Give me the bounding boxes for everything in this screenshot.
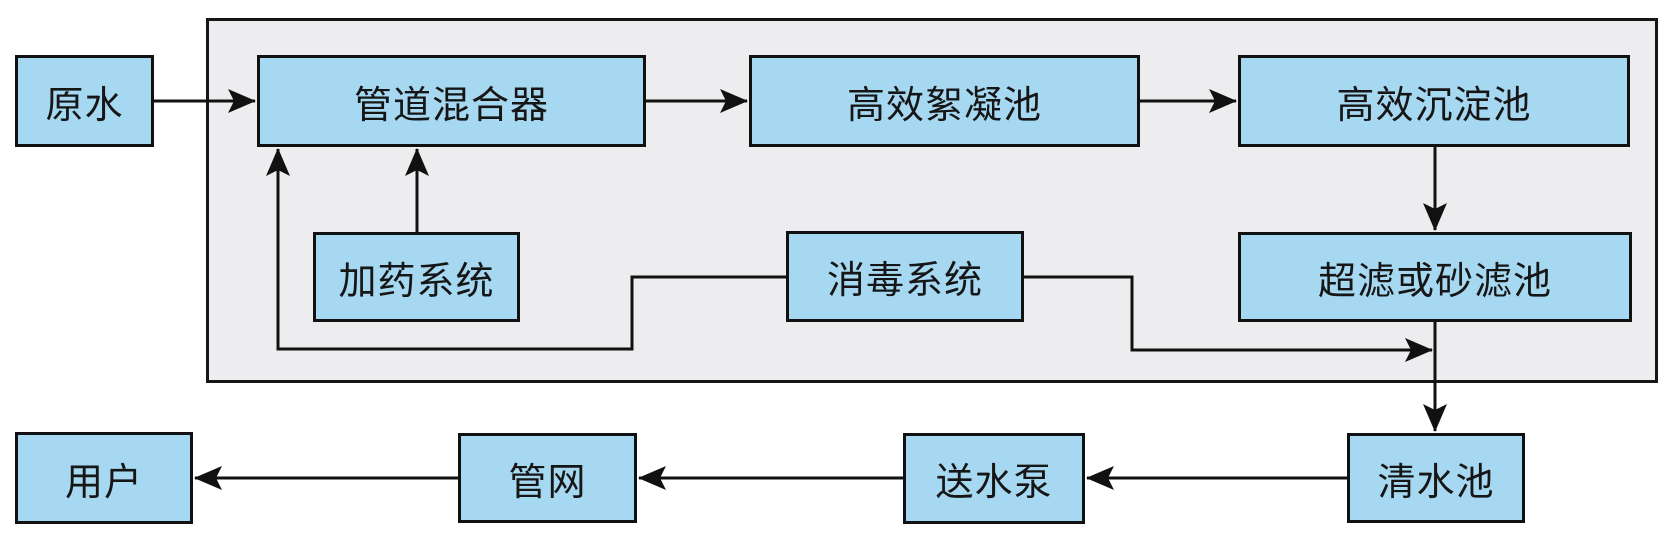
node-sedimentation-tank: 高效沉淀池 xyxy=(1238,55,1630,147)
node-users-label: 用户 xyxy=(64,461,143,504)
node-clear-water-tank: 清水池 xyxy=(1347,433,1525,523)
node-clear-water-tank-label: 清水池 xyxy=(1377,461,1495,504)
node-pipe-network: 管网 xyxy=(458,433,637,523)
node-disinfection-system-label: 消毒系统 xyxy=(826,260,983,302)
node-dosing-system-label: 加药系统 xyxy=(338,260,495,303)
node-pipeline-mixer-label: 管道混合器 xyxy=(353,84,549,127)
node-dosing-system: 加药系统 xyxy=(313,232,520,322)
node-raw-water: 原水 xyxy=(15,55,154,147)
node-water-supply-pump: 送水泵 xyxy=(903,433,1085,524)
node-water-supply-pump-label: 送水泵 xyxy=(935,462,1053,504)
node-sedimentation-tank-label: 高效沉淀池 xyxy=(1336,84,1532,127)
node-users: 用户 xyxy=(15,432,193,524)
edge-disinfect-to-mixer xyxy=(266,148,786,351)
node-flocculation-tank-label: 高效絮凝池 xyxy=(846,84,1042,127)
edge-disinfect-to-clear-line xyxy=(1024,275,1433,362)
node-ultrafiltration-or-sand-filter-tank: 超滤或砂滤池 xyxy=(1238,232,1632,322)
node-pipe-network-label: 管网 xyxy=(508,461,587,504)
node-disinfection-system: 消毒系统 xyxy=(786,231,1024,322)
node-flocculation-tank: 高效絮凝池 xyxy=(749,55,1140,147)
node-ultrafiltration-or-sand-filter-tank-label: 超滤或砂滤池 xyxy=(1317,260,1552,303)
node-pipeline-mixer: 管道混合器 xyxy=(257,55,646,147)
node-raw-water-label: 原水 xyxy=(45,84,124,127)
